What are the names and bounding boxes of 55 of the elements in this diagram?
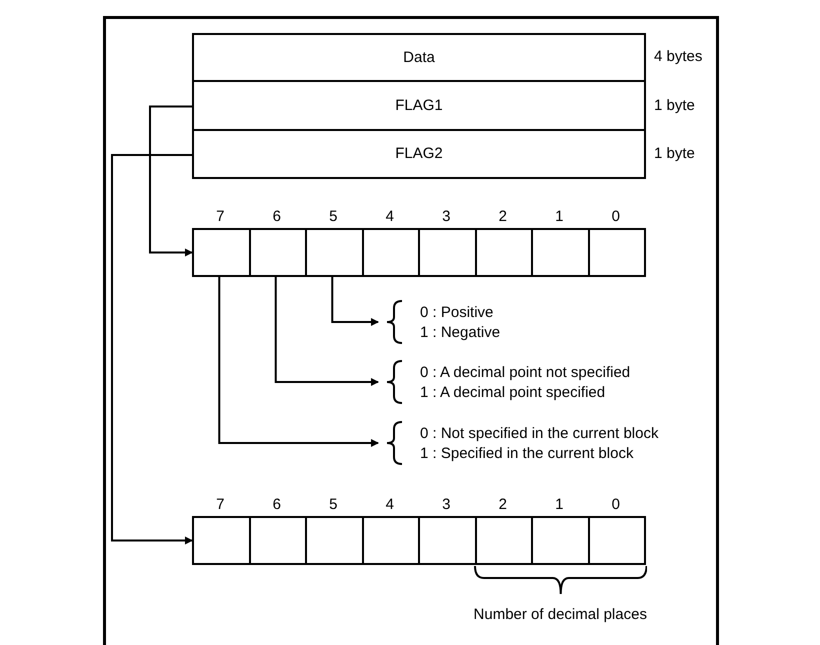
bit-number: 6 xyxy=(272,496,282,514)
arrow xyxy=(331,277,379,326)
size-label: 1 byte xyxy=(654,145,695,163)
bit-number: 4 xyxy=(384,208,395,226)
field-name: Data xyxy=(403,48,435,66)
bit-number: 1 xyxy=(554,208,564,226)
bit-cell xyxy=(306,229,362,276)
bit-cell xyxy=(419,517,476,564)
bit-cell xyxy=(532,229,588,276)
bit-number: 0 xyxy=(610,496,621,514)
bit-cell xyxy=(362,229,419,276)
arrow xyxy=(274,277,379,386)
bit-cell xyxy=(193,229,250,276)
arrow xyxy=(149,106,193,256)
register-box xyxy=(192,516,646,565)
bit-number: 4 xyxy=(384,496,395,514)
bit-number: 5 xyxy=(328,496,338,514)
field-box xyxy=(192,131,646,179)
size-label: 4 bytes xyxy=(654,48,702,66)
bit-number: 1 xyxy=(554,496,564,514)
size-label: 1 byte xyxy=(654,96,695,114)
bit-number: 7 xyxy=(215,496,226,514)
value-description: 0 : Positive xyxy=(420,304,494,322)
bit-number: 0 xyxy=(610,208,621,226)
bit-cell xyxy=(588,517,645,564)
bit-number: 2 xyxy=(498,208,508,226)
bit-cell xyxy=(419,229,476,276)
arrow xyxy=(111,154,193,544)
bit-number: 2 xyxy=(498,496,508,514)
register-box xyxy=(192,228,646,277)
bit-cell xyxy=(306,517,362,564)
field-box xyxy=(192,33,646,82)
bit-number: 7 xyxy=(215,208,226,226)
bit-number: 3 xyxy=(441,496,452,514)
value-description: 0 : Not specified in the current block xyxy=(420,425,658,443)
bit-cell xyxy=(250,517,306,564)
value-description: 0 : A decimal point not specified xyxy=(420,364,630,382)
bit-number: 3 xyxy=(441,208,452,226)
field-name: FLAG1 xyxy=(395,96,443,114)
value-description: 1 : A decimal point specified xyxy=(420,384,606,402)
value-description: 1 : Negative xyxy=(420,324,500,342)
bit-cell xyxy=(476,517,532,564)
bracket-label: Number of decimal places xyxy=(472,606,648,624)
arrow xyxy=(218,277,379,447)
bit-number: 6 xyxy=(272,208,282,226)
bit-cell xyxy=(476,229,532,276)
bit-number: 5 xyxy=(328,208,338,226)
bit-cell xyxy=(362,517,419,564)
bit-cell xyxy=(193,517,250,564)
field-box xyxy=(192,82,646,131)
field-name: FLAG2 xyxy=(395,145,443,163)
bit-cell xyxy=(588,229,645,276)
bit-cell xyxy=(250,229,306,276)
bit-cell xyxy=(532,517,588,564)
value-description: 1 : Specified in the current block xyxy=(420,445,634,463)
